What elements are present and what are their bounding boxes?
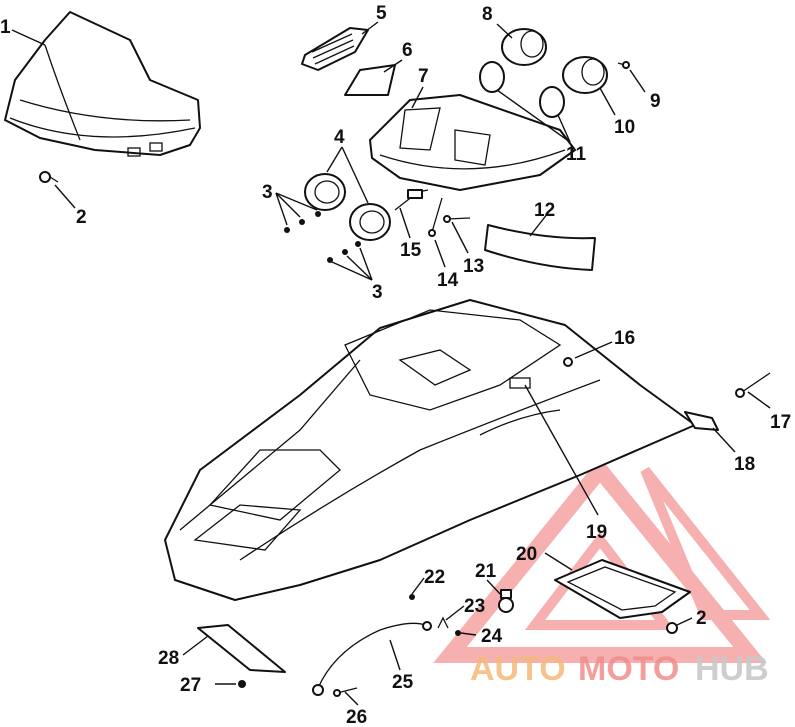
screw-part: [238, 680, 246, 688]
plate-part: [197, 624, 286, 673]
screw-part: [39, 171, 59, 183]
callout-23: 23: [464, 596, 485, 617]
fastener-part: [284, 211, 361, 263]
callout-20: 20: [516, 544, 537, 565]
gauge-part: [501, 28, 547, 66]
callout-18: 18: [734, 454, 755, 475]
callout-4: 4: [334, 127, 345, 148]
gauge-lens-part: [479, 61, 565, 118]
callout-11: 11: [566, 144, 587, 165]
trim-strip-part: [484, 224, 596, 271]
screw-part: [666, 622, 678, 634]
callout-10: 10: [614, 117, 635, 138]
knob-part: [498, 589, 514, 613]
cable-part: [312, 621, 432, 696]
callout-19: 19: [586, 522, 607, 543]
pin-part: [443, 215, 471, 223]
bolt-part: [333, 687, 358, 697]
storage-tray-part: [554, 559, 691, 619]
headlight-bezel-part: [304, 173, 391, 241]
callout-6: 6: [402, 40, 413, 61]
callout-12: 12: [534, 200, 555, 221]
callout-9: 9: [650, 91, 661, 112]
callout-21: 21: [475, 561, 497, 582]
callout-13: 13: [463, 256, 484, 277]
watermark-text-auto: AUTO: [470, 650, 566, 688]
callout-16: 16: [614, 328, 635, 349]
fastener-part: [409, 594, 461, 636]
callout-3: 3: [262, 182, 273, 203]
callout-17: 17: [770, 412, 791, 433]
bolt-part: [428, 197, 443, 237]
callout-25: 25: [392, 672, 414, 693]
callout-22: 22: [424, 567, 445, 588]
gauge-part: [562, 56, 608, 94]
fastener-part: [563, 357, 573, 367]
callout-15: 15: [400, 240, 422, 261]
callout-28: 28: [158, 648, 179, 669]
leader-lines: [11, 21, 771, 706]
wire-part: [735, 372, 771, 398]
callout-3: 3: [372, 282, 383, 303]
callout-1: 1: [0, 17, 11, 38]
callout-7: 7: [418, 66, 429, 87]
callout-26: 26: [346, 707, 367, 727]
callout-27: 27: [180, 675, 201, 696]
windshield-part: [4, 11, 201, 157]
callout-14: 14: [437, 270, 459, 291]
clip-part: [437, 616, 449, 629]
callout-24: 24: [481, 626, 503, 647]
callout-8: 8: [482, 4, 493, 25]
bracket-part: [684, 411, 719, 431]
console-part: [369, 94, 576, 191]
callout-5: 5: [376, 3, 387, 24]
cable-connector-part: [394, 189, 429, 211]
callout-2: 2: [696, 608, 707, 629]
watermark-text-moto: MOTO: [578, 650, 679, 688]
pad-part: [344, 64, 396, 96]
screw-part: [617, 61, 630, 69]
watermark-text-hub: HUB: [695, 650, 769, 688]
vent-grille-part: [301, 27, 369, 71]
callout-2: 2: [76, 207, 87, 228]
